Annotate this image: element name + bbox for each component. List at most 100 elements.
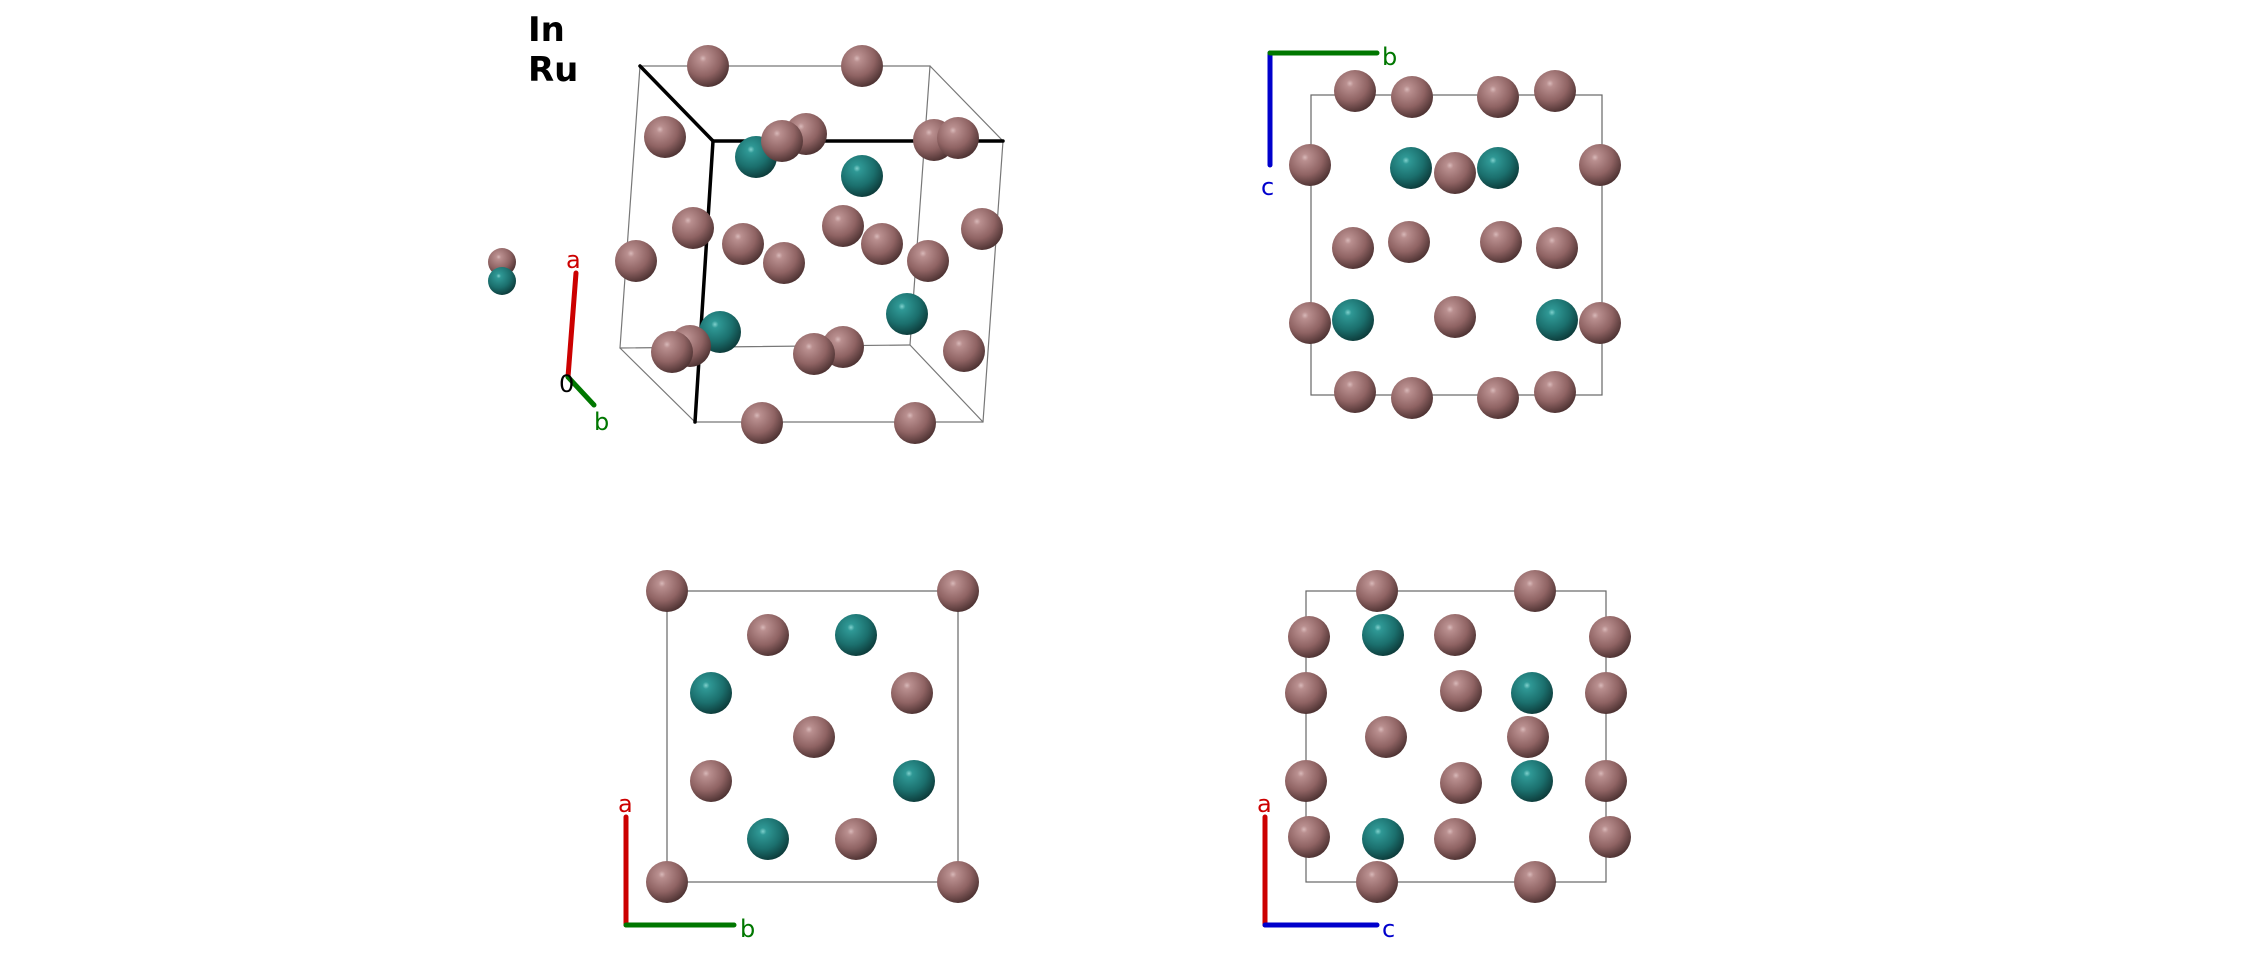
in-atom — [741, 402, 783, 444]
axis-label-b: b — [594, 408, 609, 436]
in-atom — [1388, 221, 1430, 263]
in-atom — [1514, 861, 1556, 903]
in-atom — [937, 861, 979, 903]
cell-box — [1310, 94, 1603, 396]
in-atom — [1477, 76, 1519, 118]
in-atom — [763, 242, 805, 284]
in-atom — [1514, 570, 1556, 612]
ru-atom — [1511, 672, 1553, 714]
legend-ru-label: Ru — [528, 50, 579, 90]
in-atom — [1289, 144, 1331, 186]
in-atom — [1365, 716, 1407, 758]
in-atom — [1434, 614, 1476, 656]
ru-atom — [1477, 147, 1519, 189]
axis-a — [565, 270, 579, 380]
in-atom — [646, 570, 688, 612]
in-atom — [1534, 371, 1576, 413]
in-atom — [1589, 816, 1631, 858]
atoms-layer — [488, 45, 1631, 903]
axis-label-b: b — [1382, 43, 1397, 71]
in-atom — [793, 716, 835, 758]
in-atom — [646, 861, 688, 903]
in-atom — [1434, 818, 1476, 860]
in-atom — [891, 672, 933, 714]
in-atom — [1536, 227, 1578, 269]
in-atom — [1589, 616, 1631, 658]
ru-atom — [1362, 818, 1404, 860]
in-atom — [822, 205, 864, 247]
in-atom — [907, 240, 949, 282]
in-atom — [1391, 377, 1433, 419]
ru-atom — [488, 267, 516, 295]
axis-label-c: c — [1382, 915, 1395, 943]
ru-atom — [1536, 299, 1578, 341]
in-atom — [1285, 672, 1327, 714]
in-atom — [1507, 716, 1549, 758]
in-atom — [835, 818, 877, 860]
in-atom — [644, 116, 686, 158]
axis-label-c: c — [1261, 173, 1274, 201]
ru-atom — [835, 614, 877, 656]
in-atom — [615, 240, 657, 282]
in-atom — [687, 45, 729, 87]
cell-edge — [909, 344, 984, 423]
in-atom — [1289, 302, 1331, 344]
cell-edge-bold — [638, 64, 715, 143]
in-atom — [1585, 672, 1627, 714]
in-atom — [1579, 302, 1621, 344]
in-atom — [1285, 760, 1327, 802]
in-atom — [761, 120, 803, 162]
in-atom — [1579, 144, 1621, 186]
in-atom — [1585, 760, 1627, 802]
in-atom — [651, 331, 693, 373]
axis-label-origin: 0 — [559, 370, 574, 398]
cell-edge — [619, 65, 641, 349]
ru-atom — [893, 760, 935, 802]
in-atom — [1534, 70, 1576, 112]
in-atom — [1332, 227, 1374, 269]
cell-edge-bold — [693, 139, 715, 424]
in-atom — [943, 330, 985, 372]
in-atom — [1391, 76, 1433, 118]
cell-edge — [929, 65, 1004, 142]
in-atom — [961, 208, 1003, 250]
in-atom — [1434, 152, 1476, 194]
cell-edge — [619, 347, 696, 423]
in-atom — [937, 117, 979, 159]
in-atom — [1334, 371, 1376, 413]
in-atom — [1480, 221, 1522, 263]
in-atom — [937, 570, 979, 612]
axis-label-b: b — [740, 915, 755, 943]
ru-atom — [1362, 614, 1404, 656]
in-atom — [793, 333, 835, 375]
ru-atom — [841, 155, 883, 197]
cell-box — [666, 590, 959, 883]
in-atom — [1356, 570, 1398, 612]
in-atom — [747, 614, 789, 656]
in-atom — [690, 760, 732, 802]
ru-atom — [886, 293, 928, 335]
axis-label-a: a — [566, 246, 581, 274]
ru-atom — [747, 818, 789, 860]
ru-atom — [690, 672, 732, 714]
axis-b — [565, 374, 597, 408]
in-atom — [861, 223, 903, 265]
in-atom — [1440, 762, 1482, 804]
in-atom — [1334, 70, 1376, 112]
axis-label-a: a — [618, 790, 633, 818]
legend-in-label: In — [528, 10, 565, 50]
in-atom — [1288, 616, 1330, 658]
in-atom — [672, 207, 714, 249]
in-atom — [894, 402, 936, 444]
in-atom — [841, 45, 883, 87]
in-atom — [1440, 670, 1482, 712]
in-atom — [722, 223, 764, 265]
in-atom — [1356, 861, 1398, 903]
in-atom — [1434, 296, 1476, 338]
in-atom — [1477, 377, 1519, 419]
cell-box — [1305, 590, 1607, 883]
ru-atom — [1390, 147, 1432, 189]
